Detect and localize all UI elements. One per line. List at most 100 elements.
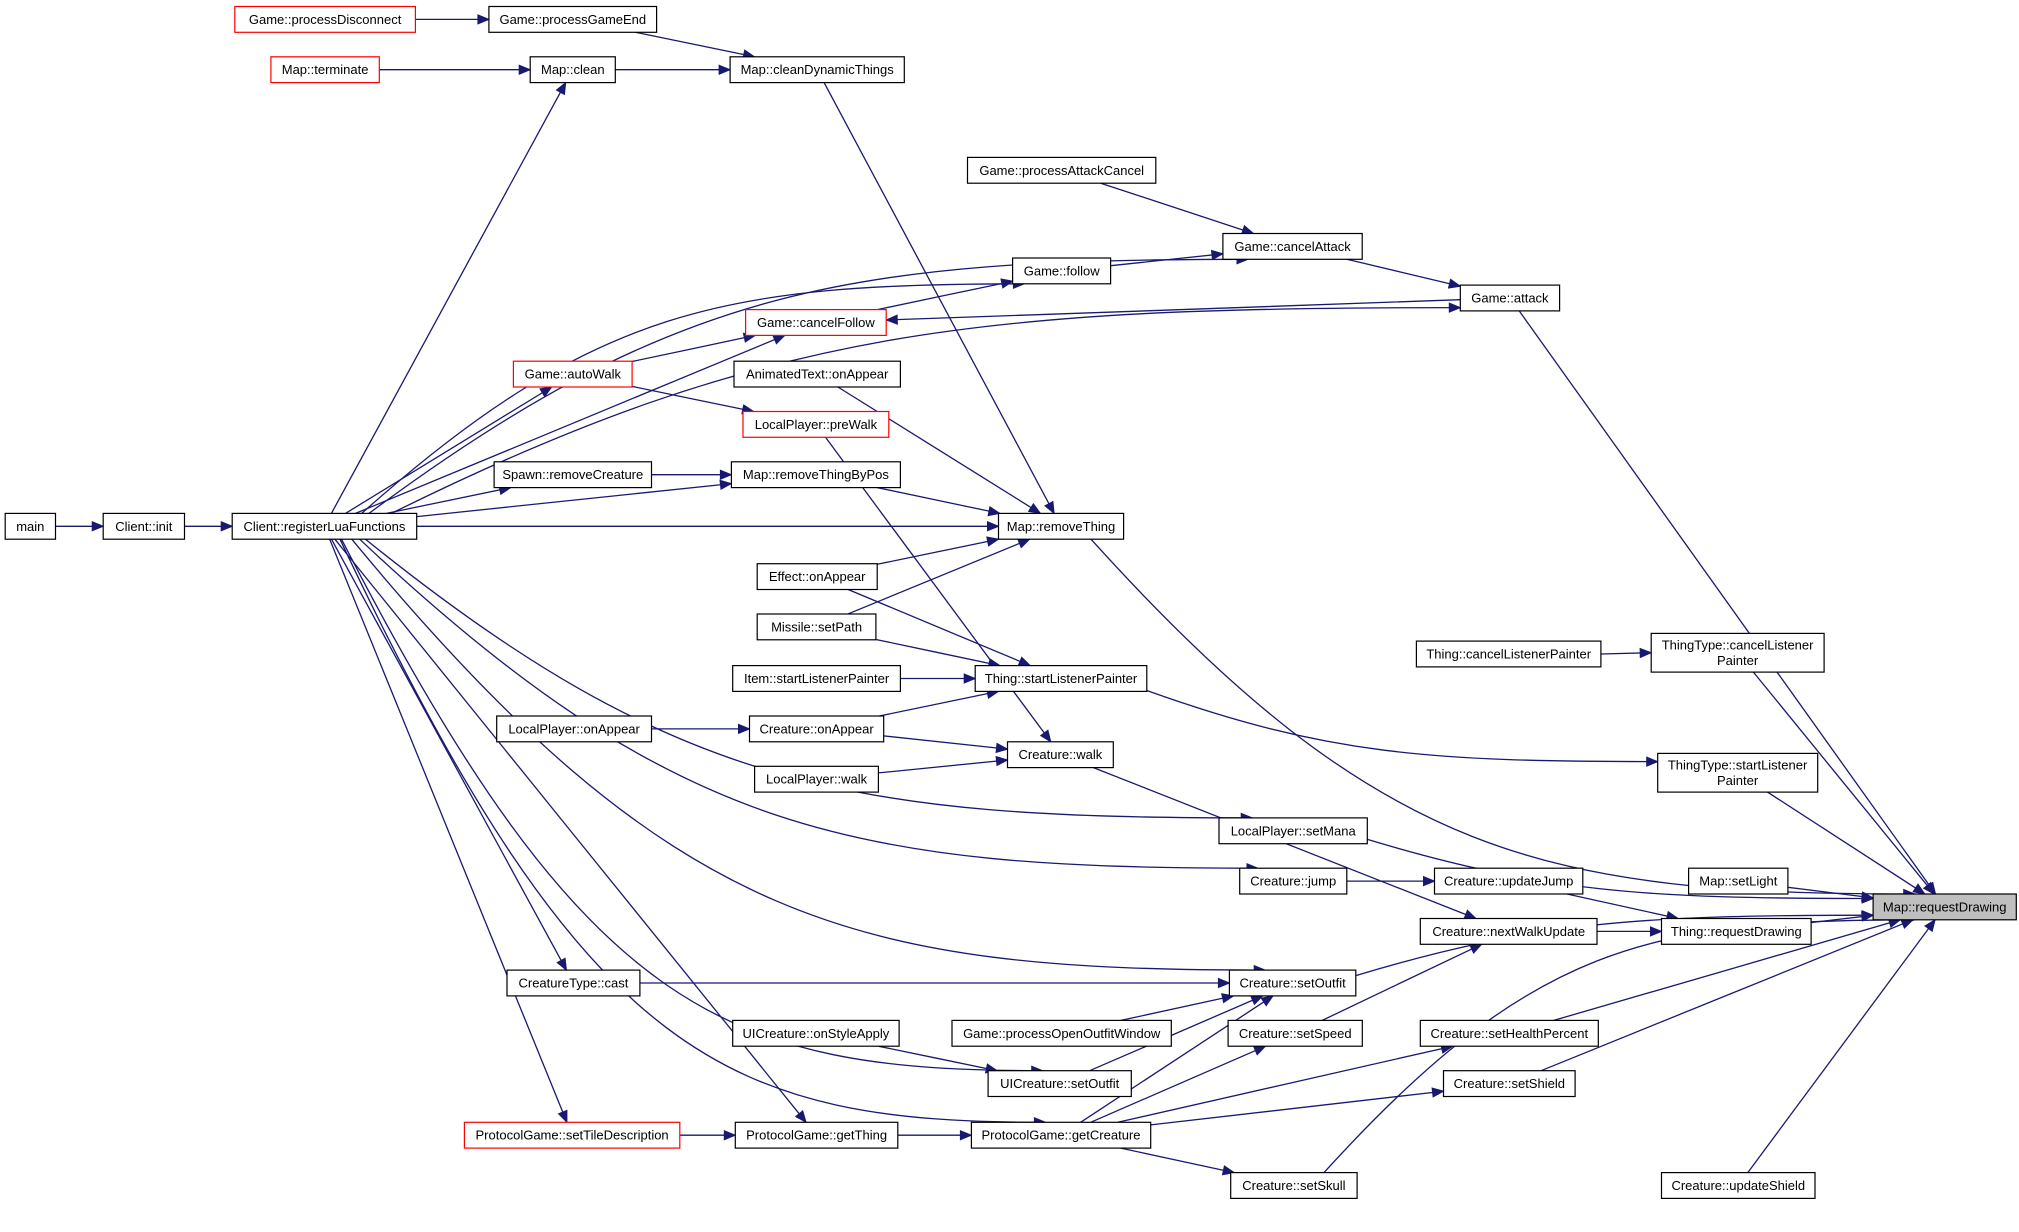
node-pre-walk[interactable]: LocalPlayer::preWalk [742, 410, 890, 438]
arrowhead [1861, 891, 1875, 902]
node-thing-start-lp[interactable]: Thing::startListenerPainter [974, 664, 1148, 692]
arrowhead [718, 64, 732, 75]
node-lp-on-appear[interactable]: LocalPlayer::onAppear [496, 715, 653, 743]
node-creature-on-appear[interactable]: Creature::onAppear [748, 715, 885, 743]
node-thing-request[interactable]: Thing::requestDrawing [1660, 917, 1812, 945]
call-edge [1080, 995, 1274, 1123]
arrowhead [1217, 977, 1231, 989]
node-box [748, 715, 885, 743]
node-remove-thing[interactable]: Map::removeThing [997, 512, 1125, 540]
node-open-outfit[interactable]: Game::processOpenOutfitWindow [951, 1019, 1172, 1047]
node-anim-text[interactable]: AnimatedText::onAppear [733, 360, 901, 388]
node-update-jump[interactable]: Creature::updateJump [1433, 867, 1584, 895]
node-box [506, 969, 641, 997]
arrowhead [1448, 302, 1462, 313]
node-label: LocalPlayer::walk [766, 772, 868, 787]
node-spawn-remove[interactable]: Spawn::removeCreature [493, 461, 653, 489]
call-edge [877, 538, 999, 565]
call-edge [1518, 310, 1937, 895]
node-register-lua[interactable]: Client::registerLuaFunctions [231, 512, 418, 540]
call-edge [1089, 995, 1263, 1072]
call-edge [878, 759, 1008, 774]
node-label: Game::processAttackCancel [979, 163, 1144, 178]
node-set-mana[interactable]: LocalPlayer::setMana [1218, 817, 1368, 845]
node-next-walk[interactable]: Creature::nextWalkUpdate [1419, 917, 1598, 945]
node-box [1660, 1171, 1816, 1199]
call-edge [1146, 689, 1658, 763]
node-box [987, 1070, 1132, 1098]
call-edge [1090, 1045, 1266, 1123]
node-effect-appear[interactable]: Effect::onAppear [756, 563, 878, 591]
node-label: Map::removeThing [1007, 519, 1115, 534]
node-label: Map::clean [541, 62, 605, 77]
node-set-outfit[interactable]: Creature::setOutfit [1228, 969, 1357, 997]
call-edge [837, 386, 1041, 514]
node-label: Client::init [115, 519, 172, 534]
node-label: Game::follow [1024, 263, 1100, 278]
node-box [753, 765, 879, 793]
node-lp-walk[interactable]: LocalPlayer::walk [753, 765, 879, 793]
node-label: LocalPlayer::setMana [1231, 823, 1357, 838]
call-edge [330, 82, 567, 514]
call-edge [635, 31, 755, 58]
node-box [1239, 867, 1348, 895]
arrowhead [987, 521, 1000, 532]
node-set-shield[interactable]: Creature::setShield [1442, 1070, 1576, 1098]
call-edge [359, 538, 1259, 869]
node-jump[interactable]: Creature::jump [1239, 867, 1348, 895]
node-map-clean[interactable]: Map::clean [529, 56, 616, 84]
node-follow[interactable]: Game::follow [1011, 257, 1112, 285]
node-get-creature[interactable]: ProtocolGame::getCreature [970, 1121, 1152, 1149]
node-get-thing[interactable]: ProtocolGame::getThing [734, 1121, 899, 1149]
node-tt-cancel-lp[interactable]: ThingType::cancelListenerPainter [1650, 632, 1825, 673]
node-remove-by-pos[interactable]: Map::removeThingByPos [730, 461, 902, 489]
arrowhead [557, 1109, 568, 1124]
node-client-init[interactable]: Client::init [102, 512, 186, 540]
arrowhead [1252, 1045, 1267, 1056]
node-clean-dynamic[interactable]: Map::cleanDynamicThings [729, 56, 905, 84]
node-label: Map::requestDrawing [1883, 899, 2007, 914]
node-tile-desc[interactable]: ProtocolGame::setTileDescription [463, 1121, 681, 1149]
node-label: Spawn::removeCreature [502, 467, 643, 482]
node-missile-path[interactable]: Missile::setPath [756, 613, 877, 641]
node-request-drawing[interactable]: Map::requestDrawing [1872, 893, 2017, 921]
node-set-health[interactable]: Creature::setHealthPercent [1419, 1019, 1599, 1047]
arrowhead [719, 469, 733, 480]
arrowhead [723, 1129, 737, 1141]
node-cancel-follow[interactable]: Game::cancelFollow [744, 309, 887, 337]
node-ui-set-outfit[interactable]: UICreature::setOutfit [987, 1070, 1132, 1098]
node-set-light[interactable]: Map::setLight [1687, 867, 1789, 895]
node-creature-walk[interactable]: Creature::walk [1006, 741, 1114, 769]
call-edge [330, 538, 567, 971]
node-item-start-lp[interactable]: Item::startListenerPainter [732, 664, 902, 692]
arrowhead [1924, 918, 1936, 933]
node-label: Thing::startListenerPainter [985, 671, 1138, 686]
node-attack[interactable]: Game::attack [1459, 284, 1561, 312]
arrowhead [91, 521, 105, 532]
node-box [1228, 969, 1357, 997]
call-edge [1117, 1045, 1453, 1123]
node-process-game-end[interactable]: Game::processGameEnd [488, 5, 658, 33]
node-terminate[interactable]: Map::terminate [270, 56, 380, 84]
node-main[interactable]: main [4, 512, 57, 540]
node-label: Creature::setShield [1454, 1076, 1565, 1091]
node-ui-style[interactable]: UICreature::onStyleApply [732, 1019, 900, 1047]
node-box [970, 1121, 1152, 1149]
node-ct-cast[interactable]: CreatureType::cast [506, 969, 641, 997]
node-cancel-attack[interactable]: Game::cancelAttack [1222, 232, 1363, 260]
call-edge [391, 306, 1461, 514]
node-auto-walk[interactable]: Game::autoWalk [512, 360, 633, 388]
node-label: Game::cancelAttack [1234, 239, 1351, 254]
node-update-shield[interactable]: Creature::updateShield [1660, 1171, 1816, 1199]
node-tt-start-lp[interactable]: ThingType::startListenerPainter [1657, 752, 1819, 793]
call-edge [416, 482, 732, 518]
node-set-skull[interactable]: Creature::setSkull [1230, 1171, 1358, 1199]
call-edge [1110, 253, 1223, 267]
node-process-disconnect[interactable]: Game::processDisconnect [234, 5, 417, 33]
node-set-speed[interactable]: Creature::setSpeed [1227, 1019, 1363, 1047]
node-box [974, 664, 1148, 692]
node-thing-cancel-lp[interactable]: Thing::cancelListenerPainter [1415, 640, 1602, 668]
node-attack-cancel[interactable]: Game::processAttackCancel [966, 156, 1157, 184]
node-label: Game::processGameEnd [499, 12, 646, 27]
call-edge [847, 538, 1030, 615]
